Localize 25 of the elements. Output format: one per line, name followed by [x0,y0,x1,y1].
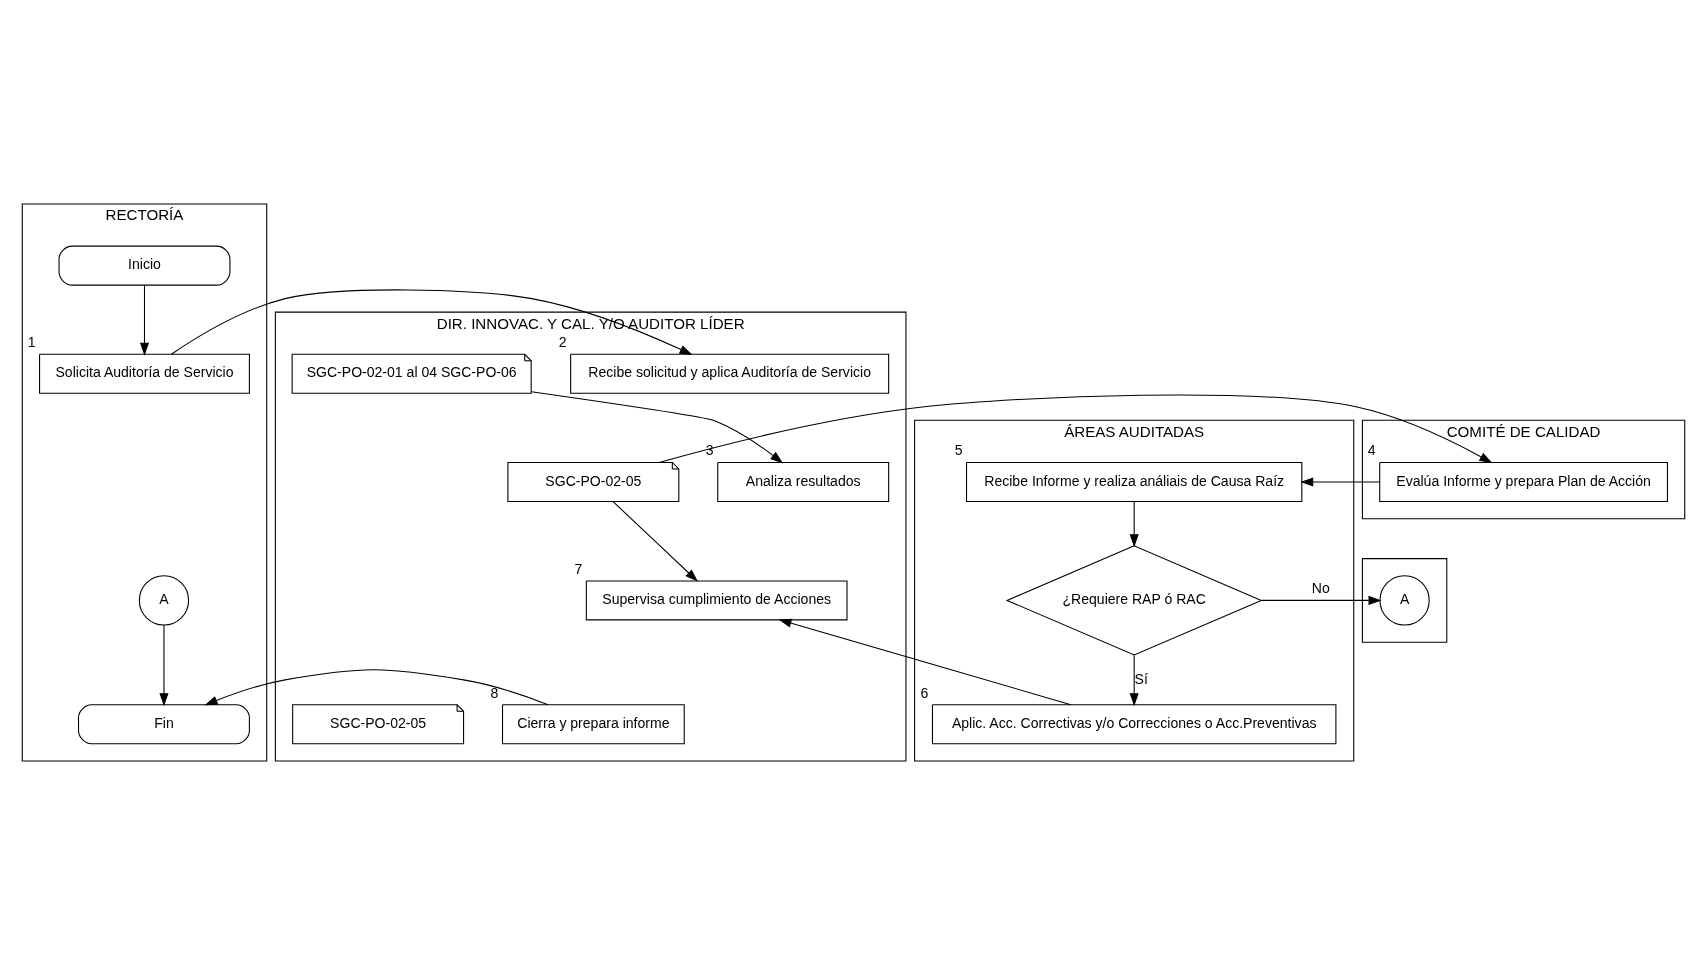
arrow [1260,595,1381,605]
arrow [1129,501,1139,548]
arrow [158,624,168,707]
node-label: 8 [490,684,498,701]
node-label: 6 [920,684,928,701]
arrow [1299,477,1380,487]
node-label: 7 [573,560,582,577]
node-label: 5 [954,442,962,459]
arrow [1129,654,1139,707]
node-box: Analiza resultados [716,461,889,502]
node-box: Recibe Informe y realiza análiais de Causa Raíz [965,461,1302,502]
arrow [139,284,149,356]
node-diamond: ¿Requiere RAP ó RAC [1005,545,1263,656]
node-label: 1 [27,334,35,351]
node-label: 4 [1367,442,1376,459]
node-box: Fin [77,704,250,745]
edge-label: No [1311,580,1330,597]
node-label: 2 [558,334,567,351]
node-circle: A [1378,575,1430,626]
node-box: Evalúa Informe y prepara Plan de Acción [1378,461,1668,502]
node-box: Inicio [58,245,230,286]
cluster [1361,558,1447,643]
node-circle: A [138,575,189,626]
arrow [611,500,698,582]
node-box: Cierra y prepara informe [501,704,685,745]
